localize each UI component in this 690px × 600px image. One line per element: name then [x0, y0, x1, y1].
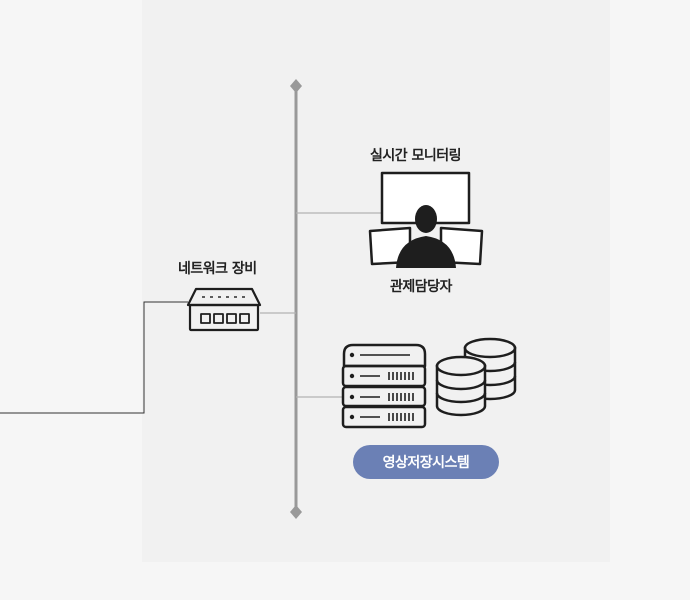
server-rack-icon [341, 343, 427, 429]
storage-label-pill: 영상저장시스템 [353, 445, 499, 479]
bus-top-diamond [290, 79, 302, 93]
operator-silhouette-icon [396, 205, 456, 268]
bus-bottom-diamond [290, 505, 302, 519]
operator-label: 관제담당자 [390, 279, 452, 295]
network-switch-icon [186, 287, 262, 332]
monitoring-title: 실시간 모니터링 [370, 148, 462, 164]
network-label: 네트워크 장비 [178, 261, 257, 277]
uplink-line [0, 301, 188, 414]
database-front-icon [435, 355, 487, 417]
